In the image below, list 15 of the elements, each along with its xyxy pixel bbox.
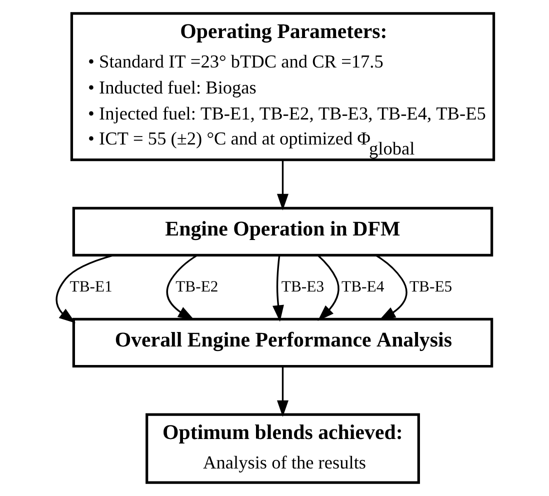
node-box: Optimum blends achieved: Analysis of the results <box>145 413 420 484</box>
arrow <box>375 254 407 320</box>
edge-label: TB-E5 <box>408 278 452 296</box>
edge-label: TB-E3 <box>280 278 324 296</box>
arrow <box>272 256 284 322</box>
edge-label: TB-E1 <box>69 278 112 296</box>
edge-label: TB-E4 <box>341 278 384 296</box>
arrow <box>276 160 288 210</box>
arrow <box>166 254 198 320</box>
arrow <box>317 254 339 321</box>
node-box: Engine Operation in DFM <box>72 206 493 256</box>
arrow <box>276 366 288 417</box>
edge-label: TB-E2 <box>175 278 218 296</box>
arrow <box>55 254 114 324</box>
node-box: Overall Engine Performance Analysis <box>72 318 493 368</box>
